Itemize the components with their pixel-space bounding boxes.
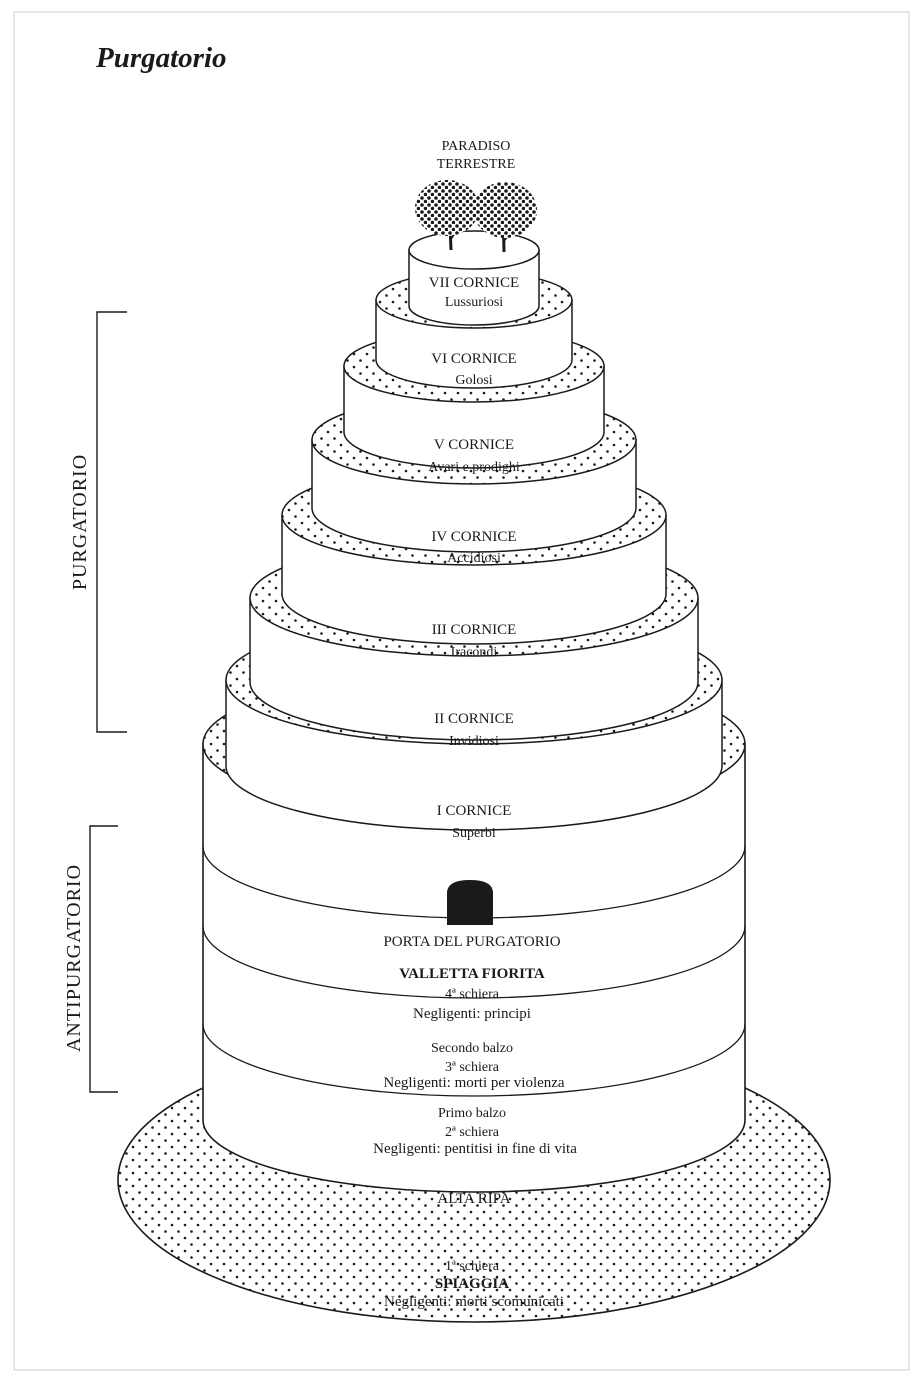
cornice-6-sinners: Golosi <box>455 373 492 388</box>
cornice-6-name: VI CORNICE <box>431 351 516 367</box>
cornice-5-sinners: Avari e prodighi <box>428 460 520 475</box>
cornice-5-name: V CORNICE <box>434 437 514 453</box>
paradise-trees-icon <box>415 180 537 253</box>
gate-label: PORTA DEL PURGATORIO <box>383 934 560 950</box>
page-border <box>13 11 910 1371</box>
purgatorio-side-label: PURGATORIO <box>69 454 91 590</box>
valletta-title: VALLETTA FIORITA <box>399 966 545 982</box>
spiaggia-title: SPIAGGIA <box>435 1276 509 1292</box>
cornice-4-name: IV CORNICE <box>431 529 516 545</box>
antipurgatorio-side-label: ANTIPURGATORIO <box>63 864 85 1052</box>
valletta-schiera: 4ª schiera <box>445 987 500 1002</box>
cornice-4-sinners: Accidiosi <box>447 551 501 566</box>
cornice-1-name: I CORNICE <box>437 803 512 819</box>
spiaggia-sinners: Negligenti: morti scomunicati <box>384 1294 564 1310</box>
secondo-balzo-title: Secondo balzo <box>431 1041 513 1056</box>
antipurgatorio-bracket <box>89 825 118 1093</box>
summit-label-line2: TERRESTRE <box>437 157 516 172</box>
cornice-3-sinners: Iracondi <box>451 645 498 660</box>
spiaggia-schiera: 1ª schiera <box>445 1259 500 1274</box>
primo-balzo-sinners: Negligenti: pentitisi in fine di vita <box>373 1141 577 1157</box>
purgatorio-bracket <box>96 311 127 733</box>
cornice-2-name: II CORNICE <box>434 711 514 727</box>
cornice-7-terrace <box>375 230 573 329</box>
primo-balzo-title: Primo balzo <box>438 1106 506 1121</box>
gate-icon <box>447 880 493 925</box>
cornice-7-name: VII CORNICE <box>429 275 519 291</box>
cornice-2-sinners: Invidiosi <box>449 734 499 749</box>
alta-ripa-label: ALTA RIPA <box>437 1191 510 1207</box>
summit-label-line1: PARADISO <box>442 139 511 154</box>
secondo-balzo-schiera: 3ª schiera <box>445 1060 500 1075</box>
cornice-1-sinners: Superbi <box>452 826 496 841</box>
primo-balzo-schiera: 2ª schiera <box>445 1125 500 1140</box>
cornice-7-sinners: Lussuriosi <box>445 295 503 310</box>
spiaggia-disk <box>117 743 831 1323</box>
secondo-balzo-sinners: Negligenti: morti per violenza <box>383 1075 565 1091</box>
valletta-sinners: Negligenti: principi <box>413 1006 531 1022</box>
cornice-3-name: III CORNICE <box>432 622 517 638</box>
page-title: Purgatorio <box>96 42 227 74</box>
